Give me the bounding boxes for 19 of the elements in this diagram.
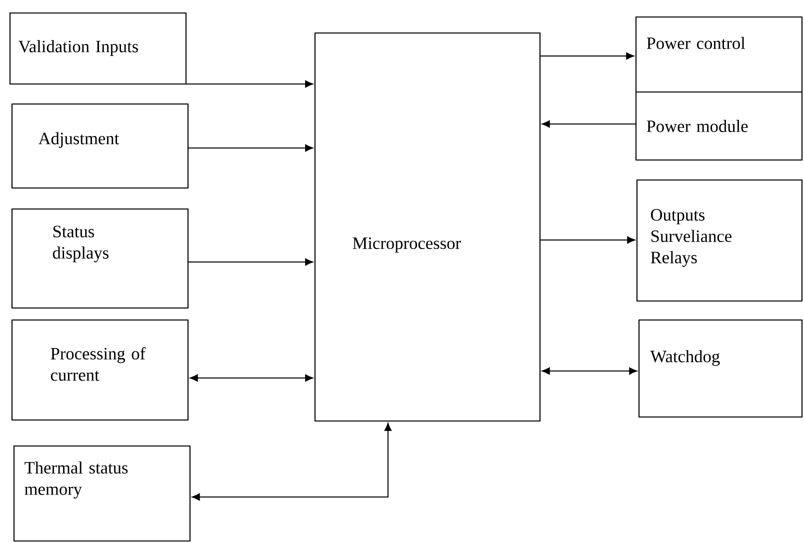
arrow <box>188 144 314 152</box>
arrow <box>190 374 314 382</box>
block-box: Status displays <box>11 208 189 309</box>
block-box: Processing of current <box>11 319 189 421</box>
block-box: Validation Inputs <box>9 12 187 85</box>
arrow <box>186 80 314 88</box>
block-box: Power control <box>635 16 803 93</box>
block-box: Power module <box>635 91 803 161</box>
block-box: Adjustment <box>11 103 189 189</box>
arrow <box>542 120 636 128</box>
arrow <box>192 422 392 501</box>
arrow <box>188 258 314 266</box>
arrow <box>540 236 636 244</box>
arrow <box>540 52 634 60</box>
block-box: Thermal status memory <box>13 445 191 542</box>
block-box: Outputs Surveliance Relays <box>636 179 803 302</box>
block-box: Watchdog <box>638 319 803 418</box>
block-box: Microprocessor <box>314 32 541 422</box>
arrow <box>542 367 638 375</box>
